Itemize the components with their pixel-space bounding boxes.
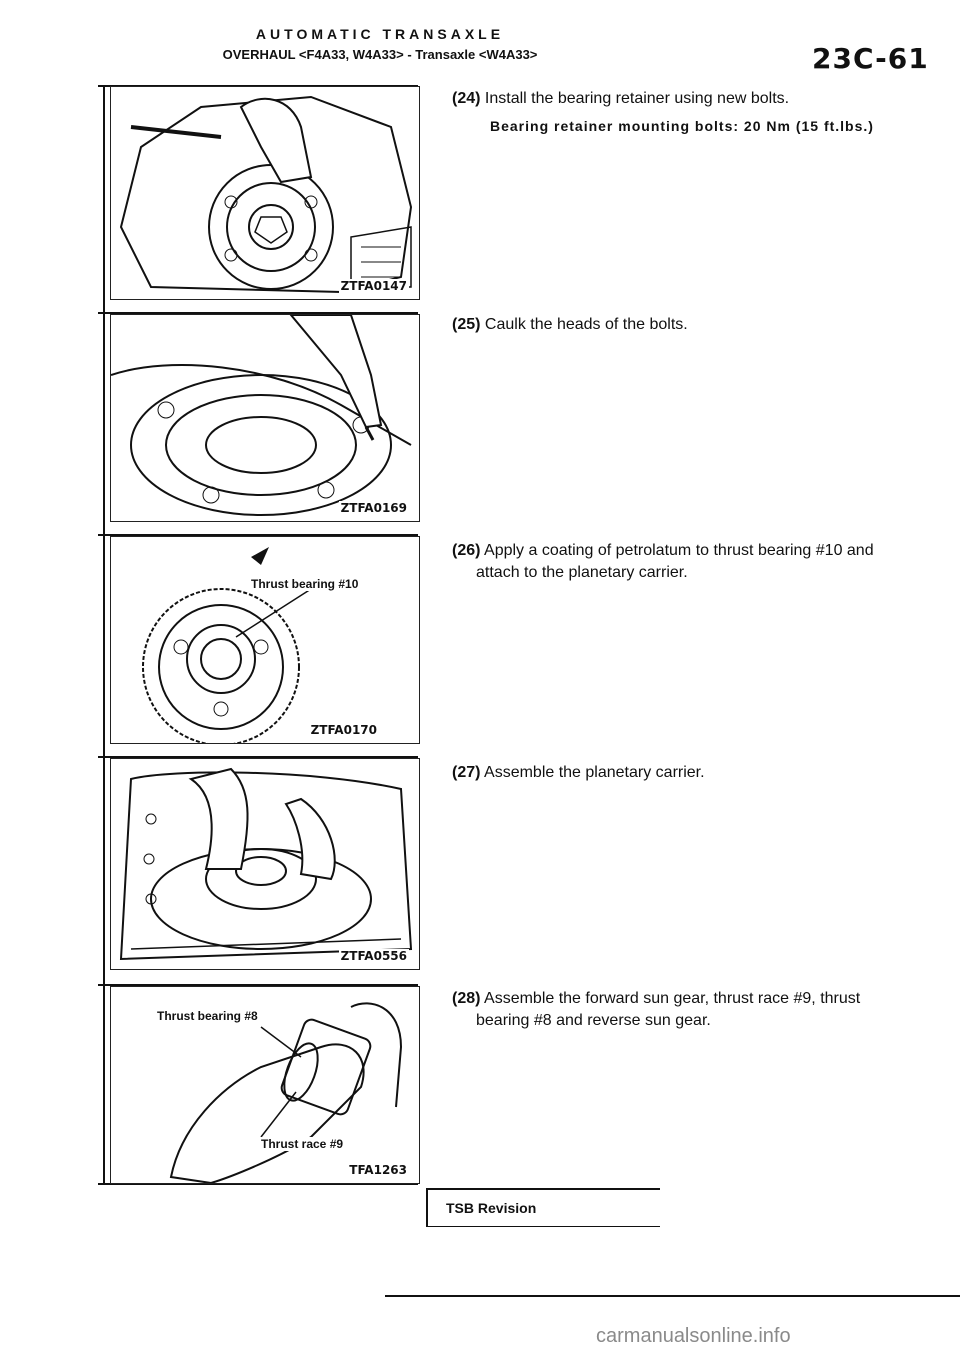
figure-assemble-planetary-carrier: ZTFA0556: [110, 758, 420, 970]
illustration-planetary-carrier: [142, 547, 312, 743]
callout-thrust-race-9: Thrust race #9: [259, 1137, 346, 1151]
rule-row-4: [98, 756, 418, 758]
figure-code: ZTFA0169: [338, 501, 409, 515]
callout-thrust-bearing-10: Thrust bearing #10: [249, 577, 361, 591]
figure-thrust-bearing-10: Thrust bearing #10 ZTFA0170: [110, 536, 420, 744]
illustration-caulking: [111, 315, 412, 516]
page-header: AUTOMATIC TRANSAXLE OVERHAUL <F4A33, W4A…: [0, 26, 960, 78]
step-text: Assemble the forward sun gear, thrust ra…: [484, 990, 861, 1007]
figure-sun-gear-assembly: Thrust bearing #8 Thrust race #9 TFA1263: [110, 986, 420, 1184]
step-24: (24) Install the bearing retainer using …: [452, 88, 922, 110]
left-margin-rule: [103, 85, 105, 1185]
step-text: Install the bearing retainer using new b…: [484, 90, 790, 107]
step-28: (28) Assemble the forward sun gear, thru…: [452, 988, 922, 1032]
figure-code: ZTFA0170: [308, 723, 379, 737]
illustration-transaxle-case: [119, 95, 413, 294]
rule-row-2: [98, 312, 418, 314]
footer-rule: [385, 1295, 960, 1297]
tsb-revision-label: TSB Revision: [446, 1200, 537, 1216]
figure-caulk-bolts: ZTFA0169: [110, 314, 420, 522]
page-number: 23C-61: [812, 42, 929, 75]
figure-code: ZTFA0147: [338, 279, 409, 293]
section-subtitle: OVERHAUL <F4A33, W4A33> - Transaxle <W4A…: [222, 47, 538, 62]
step-text-continued: bearing #8 and reverse sun gear.: [476, 1012, 711, 1029]
figure-bearing-retainer-install: ZTFA0147: [110, 86, 420, 300]
step-27: (27) Assemble the planetary carrier.: [452, 762, 922, 784]
rule-row-5: [98, 1183, 418, 1185]
figure-code: TFA1263: [347, 1163, 409, 1177]
step-26: (26) Apply a coating of petrolatum to th…: [452, 540, 922, 584]
rule-row-3: [98, 534, 418, 536]
step-number: (28): [452, 990, 481, 1007]
rule-row-4b: [98, 984, 418, 986]
torque-spec: Bearing retainer mounting bolts: 20 Nm (…: [490, 118, 874, 134]
step-text: Assemble the planetary carrier.: [484, 764, 705, 781]
step-text-continued: attach to the planetary carrier.: [476, 564, 688, 581]
section-title: AUTOMATIC TRANSAXLE: [255, 26, 505, 42]
illustration-carrier-install: [119, 767, 413, 961]
step-number: (25): [452, 316, 481, 333]
tsb-revision-box: TSB Revision: [426, 1188, 660, 1227]
watermark-text[interactable]: carmanualsonline.info: [596, 1325, 791, 1347]
illustration-sun-gear: [169, 1002, 403, 1183]
step-number: (27): [452, 764, 481, 781]
figure-code: ZTFA0556: [338, 949, 409, 963]
step-text: Caulk the heads of the bolts.: [484, 316, 688, 333]
step-25: (25) Caulk the heads of the bolts.: [452, 314, 922, 336]
step-number: (24): [452, 90, 481, 107]
step-text: Apply a coating of petrolatum to thrust …: [484, 542, 874, 559]
callout-thrust-bearing-8: Thrust bearing #8: [155, 1009, 260, 1023]
step-number: (26): [452, 542, 481, 559]
